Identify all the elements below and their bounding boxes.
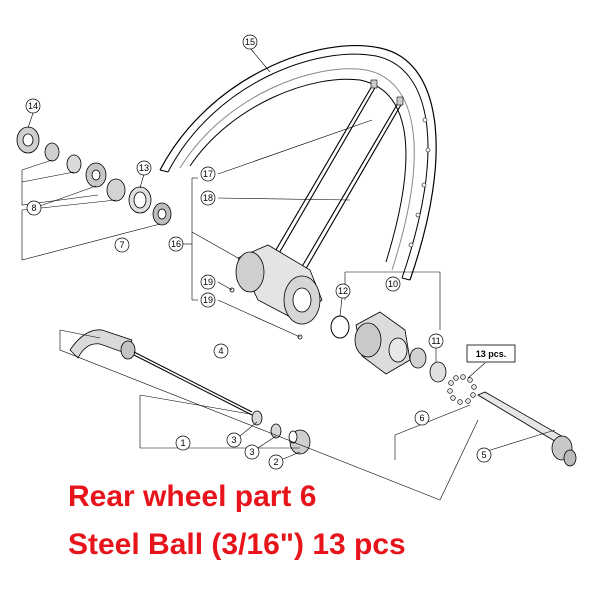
- quantity-box: 13 pcs.: [466, 344, 516, 363]
- callout-3-upper: 3: [226, 432, 242, 448]
- callout-17: 17: [200, 166, 216, 182]
- skewer-rod: [133, 351, 253, 416]
- callout-10: 10: [385, 276, 401, 292]
- rim: [159, 45, 437, 281]
- svg-text:18: 18: [203, 193, 213, 203]
- callout-5: 5: [476, 447, 492, 463]
- svg-text:13 pcs.: 13 pcs.: [476, 349, 507, 359]
- callout-15: 15: [242, 34, 258, 50]
- left-cone-parts: [44, 142, 126, 202]
- spokes: [269, 85, 403, 273]
- callout-11: 11: [428, 333, 444, 349]
- freehub-bearing: [409, 347, 447, 383]
- callout-13: 13: [136, 160, 152, 176]
- callout-1: 1: [175, 435, 191, 451]
- svg-text:19: 19: [203, 295, 213, 305]
- svg-text:8: 8: [31, 203, 36, 213]
- hub-body: [229, 244, 323, 340]
- callout-14: 14: [25, 98, 41, 114]
- svg-text:12: 12: [338, 286, 348, 296]
- callout-7: 7: [114, 237, 130, 253]
- quick-release-lever: [69, 329, 136, 360]
- svg-text:5: 5: [481, 450, 486, 460]
- svg-text:19: 19: [203, 277, 213, 287]
- caption-part-title: Rear wheel part 6: [68, 480, 317, 513]
- steel-balls-ring: [447, 374, 477, 405]
- leader-lines: [21, 47, 556, 501]
- svg-text:1: 1: [180, 438, 185, 448]
- hub-axle: [477, 391, 577, 467]
- callout-19-upper: 19: [200, 274, 216, 290]
- caption-part-description: Steel Ball (3/16") 13 pcs: [68, 528, 406, 561]
- callout-19-lower: 19: [200, 292, 216, 308]
- svg-text:17: 17: [203, 169, 213, 179]
- rim-valve-holes: [408, 117, 431, 248]
- callout-16: 16: [168, 236, 184, 252]
- svg-text:2: 2: [273, 457, 278, 467]
- spoke-nipples: [370, 79, 404, 106]
- left-locknut: [16, 126, 40, 154]
- skewer-springs: [251, 410, 282, 439]
- svg-text:13: 13: [139, 163, 149, 173]
- callout-12: 12: [335, 283, 351, 299]
- left-nut: [152, 202, 172, 226]
- callout-18: 18: [200, 190, 216, 206]
- callout-4: 4: [213, 343, 229, 359]
- svg-text:6: 6: [419, 413, 424, 423]
- svg-text:3: 3: [231, 435, 236, 445]
- freehub-body: [354, 311, 411, 375]
- svg-text:4: 4: [218, 346, 223, 356]
- svg-text:16: 16: [171, 239, 181, 249]
- callout-2: 2: [268, 454, 284, 470]
- svg-text:7: 7: [119, 240, 124, 250]
- callout-8: 8: [26, 200, 42, 216]
- callout-3-lower: 3: [244, 444, 260, 460]
- o-ring: [330, 315, 350, 339]
- svg-text:3: 3: [249, 447, 254, 457]
- callout-6: 6: [414, 410, 430, 426]
- svg-text:15: 15: [245, 37, 255, 47]
- skewer-nut: [288, 429, 311, 455]
- svg-text:10: 10: [388, 279, 398, 289]
- svg-text:11: 11: [431, 336, 440, 346]
- left-seal-ring: [128, 186, 152, 214]
- svg-text:14: 14: [28, 101, 38, 111]
